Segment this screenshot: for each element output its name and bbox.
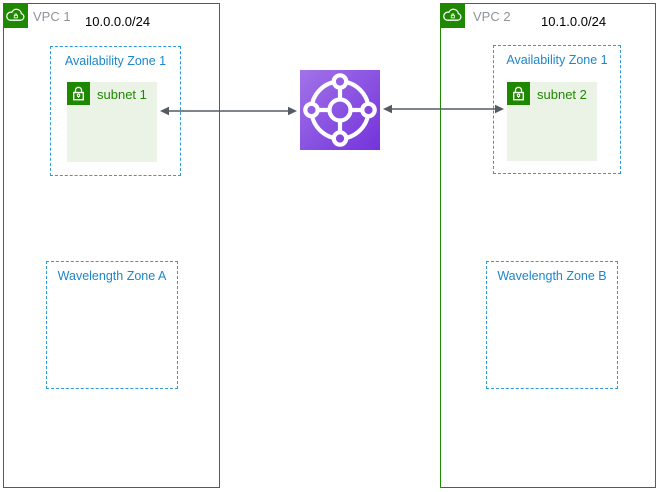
vpc-1-cidr: 10.0.0.0/24 bbox=[85, 14, 151, 29]
vpc-1-label: VPC 1 bbox=[33, 9, 71, 24]
subnet-2-box: subnet 2 bbox=[507, 82, 597, 161]
subnet-1-label: subnet 1 bbox=[97, 87, 147, 102]
vpc-2-container: VPC 2 10.1.0.0/24 Availability Zone 1 su… bbox=[440, 3, 656, 488]
subnet-1-box: subnet 1 bbox=[67, 82, 157, 162]
vpc-1-availability-zone: Availability Zone 1 subnet 1 bbox=[50, 46, 181, 176]
vpc-2-wavelength-zone: Wavelength Zone B bbox=[486, 261, 618, 389]
vpc-1-availability-zone-label: Availability Zone 1 bbox=[64, 54, 167, 68]
vpc-2-cidr: 10.1.0.0/24 bbox=[541, 14, 607, 29]
vpc-1-wavelength-zone: Wavelength Zone A bbox=[46, 261, 178, 389]
subnet-2-label: subnet 2 bbox=[537, 87, 587, 102]
vpc-2-label: VPC 2 bbox=[473, 9, 511, 24]
vpc-cloud-lock-icon bbox=[3, 3, 28, 28]
vpc-2-availability-zone-label: Availability Zone 1 bbox=[506, 53, 608, 67]
vpc-1-wavelength-zone-label: Wavelength Zone A bbox=[57, 269, 167, 283]
vpc-1-container: VPC 1 10.0.0.0/24 Availability Zone 1 su… bbox=[3, 3, 220, 488]
private-subnet-lock-icon bbox=[507, 82, 530, 105]
private-subnet-lock-icon bbox=[67, 82, 90, 105]
transit-gateway-icon bbox=[300, 70, 380, 150]
vpc-2-wavelength-zone-label: Wavelength Zone B bbox=[497, 269, 607, 283]
vpc-cloud-lock-icon bbox=[440, 3, 465, 28]
vpc-2-availability-zone: Availability Zone 1 subnet 2 bbox=[493, 45, 621, 174]
